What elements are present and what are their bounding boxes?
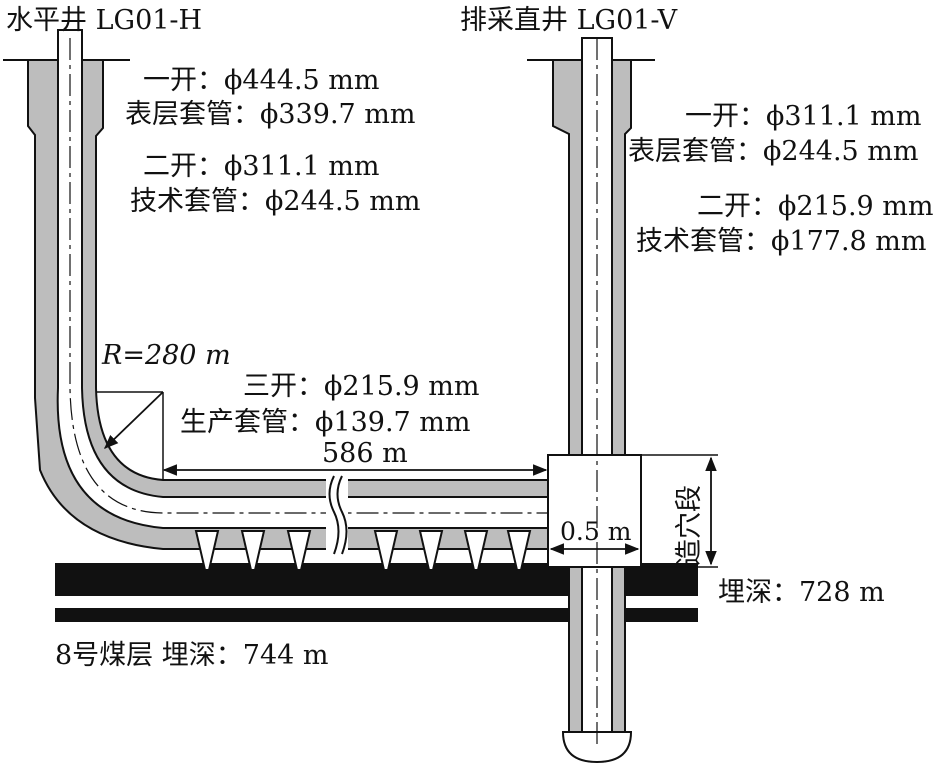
horizontal-well-title: 水平井 LG01-H [6, 5, 202, 36]
length-label: 586 m [322, 438, 408, 469]
vertical-well-title: 排采直井 LG01-V [460, 5, 678, 36]
h-spud3: 三开：ϕ215.9 mm [243, 371, 480, 402]
branch [463, 530, 489, 571]
branch [194, 530, 220, 571]
v-tech-casing: 技术套管：ϕ177.8 mm [636, 226, 927, 257]
coal-seam-lower [55, 608, 698, 622]
h-tech-casing: 技术套管：ϕ244.5 mm [130, 186, 421, 217]
branch [286, 530, 312, 571]
radius-label: R=280 m [101, 340, 231, 371]
v-spud1: 一开：ϕ311.1 mm [685, 101, 922, 132]
branch [506, 530, 532, 571]
cavity-label: 造穴段 [674, 485, 705, 566]
cavity-width-label: 0.5 m [560, 517, 632, 546]
vertical-well-bottom [561, 731, 633, 764]
vertical-depth-label: 埋深：728 m [718, 577, 885, 608]
h-spud1: 一开：ϕ444.5 mm [143, 65, 380, 96]
v-spud2: 二开：ϕ215.9 mm [697, 191, 934, 222]
h-spud2: 二开：ϕ311.1 mm [143, 151, 380, 182]
break-symbol [326, 475, 348, 555]
lateral-branches [194, 530, 532, 571]
cavity-section [547, 454, 642, 568]
branch [373, 530, 399, 571]
branch [240, 530, 266, 571]
h-surface-casing: 表层套管：ϕ339.7 mm [125, 99, 416, 130]
h-prod-casing: 生产套管：ϕ139.7 mm [180, 407, 471, 438]
horizontal-well-centerline [69, 38, 610, 514]
coal-seam-label: 8号煤层 埋深：744 m [55, 640, 328, 671]
radius-arrow [103, 391, 164, 450]
branch [418, 530, 444, 571]
v-surface-casing: 表层套管：ϕ244.5 mm [628, 136, 919, 167]
